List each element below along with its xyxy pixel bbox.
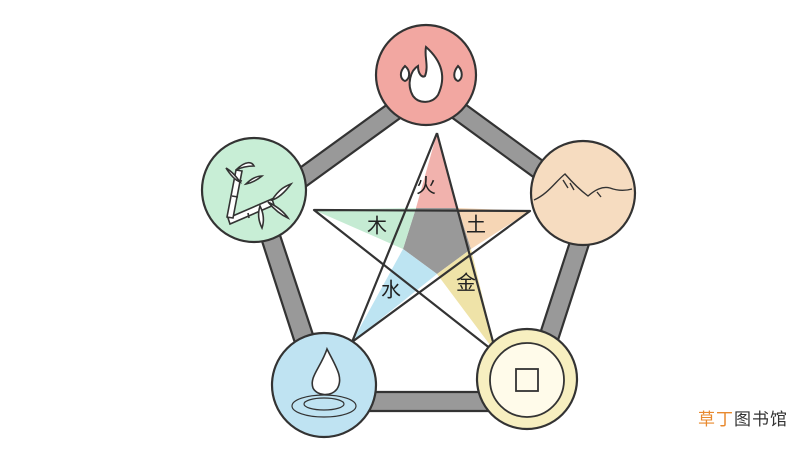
pentagram [312, 132, 532, 355]
label-fire: 火 [416, 174, 436, 198]
label-wood: 木 [367, 214, 387, 238]
node-wood [200, 136, 308, 244]
star-point-fire [416, 133, 458, 208]
water-drop-icon [291, 346, 357, 418]
star-point-wood [314, 208, 416, 249]
mountain-icon [533, 173, 633, 201]
star-point-metal [437, 249, 496, 353]
star-outline [312, 132, 532, 355]
star-labels: 火 土 金 水 木 [367, 174, 486, 302]
label-metal: 金 [456, 271, 476, 295]
node-water [270, 331, 378, 439]
node-metal [475, 327, 579, 431]
square-hole-coin-icon [489, 342, 565, 418]
label-water: 水 [381, 278, 401, 302]
flame-icon [399, 45, 463, 103]
node-earth [529, 139, 637, 247]
star-point-earth [458, 208, 530, 249]
watermark-part-2: 图书馆 [734, 410, 788, 430]
watermark-part-1: 草丁 [698, 410, 734, 430]
star-point-water [352, 249, 437, 342]
label-earth: 土 [466, 213, 486, 237]
watermark: 草丁图书馆 [698, 405, 788, 430]
bamboo-icon [225, 161, 294, 231]
node-fire [374, 23, 478, 127]
center-pentagon [403, 208, 471, 274]
